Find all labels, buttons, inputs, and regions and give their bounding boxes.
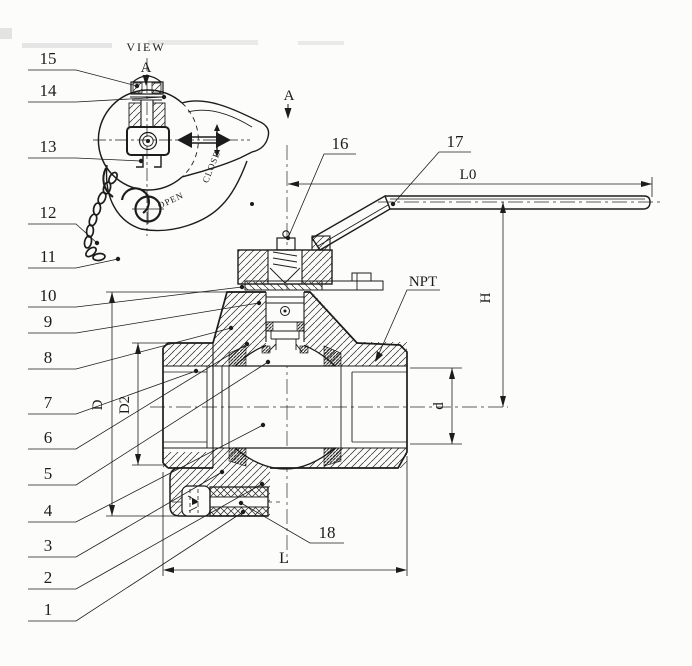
callout-3: 3: [44, 536, 53, 555]
grip-fold-line: [187, 109, 253, 128]
callout-10: 10: [40, 286, 57, 305]
boss-center-dot: [146, 139, 150, 143]
callout-13: 13: [40, 137, 57, 156]
thread-label: NPT: [409, 274, 437, 290]
stem-square-boss: [126, 126, 170, 156]
callout-11: 11: [40, 247, 56, 266]
section-marker-arrow: [284, 108, 292, 119]
callout-2: 2: [44, 568, 53, 587]
callout-labels: 15 14 13 12 11 10 9 8 7 6 5 4 3 2 1 16 1…: [40, 49, 465, 619]
section-marker-label: A: [284, 88, 295, 104]
callout-1: 1: [44, 600, 53, 619]
scan-artifacts: [0, 28, 344, 48]
callout-14: 14: [40, 81, 58, 100]
pivot-hidden-circle: [181, 102, 199, 178]
stem-threads: [272, 251, 298, 269]
boss-circle-outer: [138, 131, 158, 151]
dim-d2: D2: [117, 396, 133, 414]
callout-7: 7: [44, 393, 53, 412]
callout-12: 12: [40, 203, 57, 222]
sleeve-section-left: [128, 102, 142, 128]
callout-4: 4: [44, 501, 53, 520]
drain-plug-assembly: [181, 485, 269, 517]
lock-body: [120, 187, 150, 214]
plug-body: [209, 496, 269, 508]
stem-assembly: [227, 230, 384, 353]
callout-6: 6: [44, 428, 53, 447]
stopper-tab: [351, 272, 372, 282]
handle-hub: [237, 249, 333, 285]
dim-d-bore: d: [431, 402, 447, 410]
dim-l: L: [279, 550, 289, 567]
dimensions: [106, 177, 653, 576]
grip-bottom-edge: [181, 157, 241, 178]
plug-top-section: [209, 486, 269, 498]
grip-end-cap: [239, 120, 270, 159]
callout-18: 18: [319, 523, 336, 542]
latch-hook: [102, 167, 114, 198]
sleeve-section-right: [152, 102, 166, 128]
dim-d-major: D: [90, 399, 106, 410]
callout-16: 16: [332, 134, 349, 153]
callout-5: 5: [44, 464, 53, 483]
hub-channel: [268, 250, 302, 284]
view-title-letter: A: [141, 60, 152, 76]
seats: [228, 321, 342, 467]
stop-pin: [250, 202, 254, 206]
open-close-arrow: [177, 124, 231, 157]
handle-lower-lobe: [105, 160, 248, 232]
boss-circle-inner: [142, 135, 154, 147]
callout-9: 9: [44, 312, 53, 331]
close-marking: CLOSE: [200, 149, 222, 184]
dim-h: H: [478, 292, 494, 303]
view-direction-arrow: [142, 75, 150, 86]
callout-8: 8: [44, 348, 53, 367]
cap-nut-section-right: [151, 82, 162, 94]
lever-handle: [311, 194, 651, 251]
grip-top-edge: [181, 100, 259, 122]
section-marker: A: [284, 88, 295, 119]
lever-hub-section: [311, 235, 331, 251]
callout-15: 15: [40, 49, 57, 68]
stem-nut: [276, 237, 296, 251]
chain: [83, 171, 118, 262]
view-title: VIEW: [126, 40, 165, 54]
handle-dome-outline: [97, 89, 183, 191]
dim-l0: L0: [460, 167, 477, 183]
callout-leaders: [28, 69, 471, 622]
cap-nut: [130, 81, 164, 95]
dimension-labels: L0 H D D2 d L NPT: [90, 167, 494, 567]
cap-nut-dome: [132, 75, 162, 83]
callout-17: 17: [447, 132, 465, 151]
detail-view-a: VIEW A: [83, 40, 270, 262]
